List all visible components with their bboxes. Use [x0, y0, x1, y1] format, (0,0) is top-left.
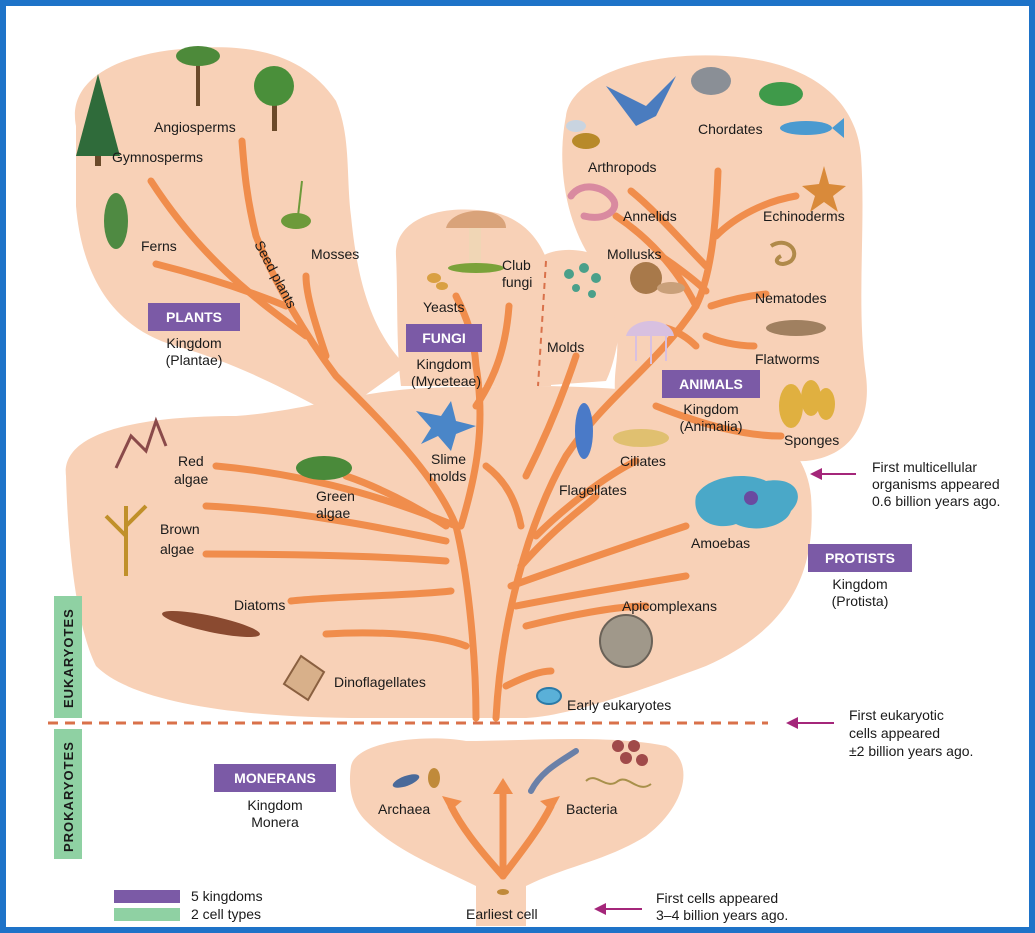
kingdom-animals-line1: Kingdom: [683, 401, 738, 417]
flatworm-icon: [766, 320, 826, 336]
label-flatworms: Flatworms: [755, 351, 820, 367]
kingdom-plants-line1: Kingdom: [166, 335, 221, 351]
legend-cell-types-swatch: [114, 908, 180, 921]
label-ciliates: Ciliates: [620, 453, 666, 469]
note-multicellular-line1: First multicellular: [872, 459, 977, 475]
label-nematodes: Nematodes: [755, 290, 827, 306]
note-first-cells-line1: First cells appeared: [656, 890, 778, 906]
label-green-algae-line1: Green: [316, 488, 355, 504]
legend: 5 kingdoms 2 cell types: [114, 888, 263, 922]
label-club-fungi-line1: Club: [502, 257, 531, 273]
legend-kingdoms-label: 5 kingdoms: [191, 888, 263, 904]
mouse-icon: [691, 67, 731, 95]
label-dinoflagellates: Dinoflagellates: [334, 674, 426, 690]
label-early-eukaryotes: Early eukaryotes: [567, 697, 671, 713]
label-yeasts: Yeasts: [423, 299, 465, 315]
label-brown-algae-line2: algae: [160, 541, 194, 557]
label-ferns: Ferns: [141, 238, 177, 254]
apicomplexan-icon: [600, 615, 652, 667]
legend-kingdoms-swatch: [114, 890, 180, 903]
cell-type-prokaryotes-label: PROKARYOTES: [61, 741, 76, 852]
flagellate-icon: [575, 403, 593, 459]
legend-cell-types-label: 2 cell types: [191, 906, 261, 922]
kingdom-animals-line2: (Animalia): [679, 418, 742, 434]
kingdom-protists-name: PROTISTS: [825, 550, 895, 566]
label-slime-molds-line2: molds: [429, 468, 466, 484]
cell-type-eukaryotes-label: EUKARYOTES: [61, 608, 76, 708]
label-amoebas: Amoebas: [691, 535, 750, 551]
note-multicellular-line3: 0.6 billion years ago.: [872, 493, 1000, 509]
cell-type-prokaryotes: PROKARYOTES: [54, 729, 82, 859]
cell-type-eukaryotes: EUKARYOTES: [54, 596, 82, 718]
label-chordates: Chordates: [698, 121, 763, 137]
kingdom-plants-name: PLANTS: [166, 309, 222, 325]
ciliate-icon: [613, 429, 669, 447]
kingdom-monerans-line1: Kingdom: [247, 797, 302, 813]
kingdom-fungi-line1: Kingdom: [416, 356, 471, 372]
label-bacteria: Bacteria: [566, 801, 618, 817]
label-molds: Molds: [547, 339, 584, 355]
early-eukaryote-icon: [537, 688, 561, 704]
kingdom-monerans: MONERANS Kingdom Monera: [214, 764, 336, 830]
tree-of-life-diagram: Angiosperms Gymnosperms Ferns Mosses See…: [6, 6, 1035, 933]
label-gymnosperms: Gymnosperms: [112, 149, 203, 165]
kingdom-fungi-line2: (Myceteae): [411, 373, 481, 389]
note-eukaryotic-line3: ±2 billion years ago.: [849, 743, 973, 759]
kingdom-monerans-line2: Monera: [251, 814, 299, 830]
label-red-algae-line2: algae: [174, 471, 208, 487]
kingdom-protists: PROTISTS Kingdom (Protista): [808, 544, 912, 609]
note-eukaryotic-line1: First eukaryotic: [849, 707, 944, 723]
note-first-cells-line2: 3–4 billion years ago.: [656, 907, 788, 923]
kingdom-fungi: FUNGI Kingdom (Myceteae): [406, 324, 482, 389]
label-red-algae-line1: Red: [178, 453, 204, 469]
frog-icon: [759, 82, 803, 106]
label-archaea: Archaea: [378, 801, 430, 817]
label-green-algae-line2: algae: [316, 505, 350, 521]
label-club-fungi-line2: fungi: [502, 274, 532, 290]
label-slime-molds-line1: Slime: [431, 451, 466, 467]
label-flagellates: Flagellates: [559, 482, 627, 498]
prokaryote-region: [350, 738, 683, 926]
kingdom-fungi-name: FUNGI: [422, 330, 466, 346]
earliest-cell-icon: [497, 889, 509, 895]
note-eukaryotic: First eukaryotic cells appeared ±2 billi…: [786, 707, 973, 759]
label-earliest-cell: Earliest cell: [466, 906, 538, 922]
label-mollusks: Mollusks: [607, 246, 661, 262]
label-echinoderms: Echinoderms: [763, 208, 845, 224]
note-multicellular-line2: organisms appeared: [872, 476, 1000, 492]
green-algae-icon: [296, 456, 352, 480]
kingdom-monerans-name: MONERANS: [234, 770, 316, 786]
label-sponges: Sponges: [784, 432, 839, 448]
amoeba-icon: [695, 476, 798, 528]
kingdom-animals-name: ANIMALS: [679, 376, 743, 392]
label-arthropods: Arthropods: [588, 159, 656, 175]
note-first-cells: First cells appeared 3–4 billion years a…: [594, 890, 788, 923]
label-mosses: Mosses: [311, 246, 359, 262]
label-diatoms: Diatoms: [234, 597, 285, 613]
label-apicomplexans: Apicomplexans: [622, 598, 717, 614]
kingdom-protists-line2: (Protista): [832, 593, 889, 609]
note-eukaryotic-line2: cells appeared: [849, 725, 940, 741]
kingdom-protists-line1: Kingdom: [832, 576, 887, 592]
label-annelids: Annelids: [623, 208, 677, 224]
fern-icon: [104, 193, 128, 249]
label-brown-algae-line1: Brown: [160, 521, 200, 537]
label-angiosperms: Angiosperms: [154, 119, 236, 135]
kingdom-plants-line2: (Plantae): [166, 352, 223, 368]
note-multicellular: First multicellular organisms appeared 0…: [810, 459, 1000, 509]
